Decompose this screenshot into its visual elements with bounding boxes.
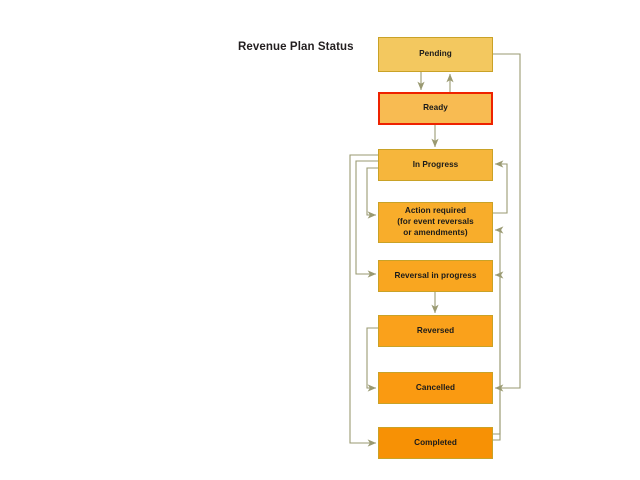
node-label: Ready <box>423 103 448 113</box>
node-label: Pending <box>419 49 452 59</box>
node-label: In Progress <box>412 159 459 169</box>
node-reversed[interactable]: Reversed <box>378 315 493 347</box>
node-label: Cancelled <box>415 382 456 392</box>
node-cancelled[interactable]: Cancelled <box>378 372 493 404</box>
node-in-progress[interactable]: In Progress <box>378 149 493 181</box>
page-title: Revenue Plan Status <box>238 41 354 53</box>
node-label: Reversal in progress <box>394 270 477 280</box>
node-reversal-in-progress[interactable]: Reversal in progress <box>378 260 493 292</box>
node-ready[interactable]: Ready <box>378 92 493 125</box>
node-pending[interactable]: Pending <box>378 37 493 72</box>
node-completed[interactable]: Completed <box>378 427 493 459</box>
node-label: Reversed <box>416 325 455 335</box>
node-label: Completed <box>414 437 457 447</box>
